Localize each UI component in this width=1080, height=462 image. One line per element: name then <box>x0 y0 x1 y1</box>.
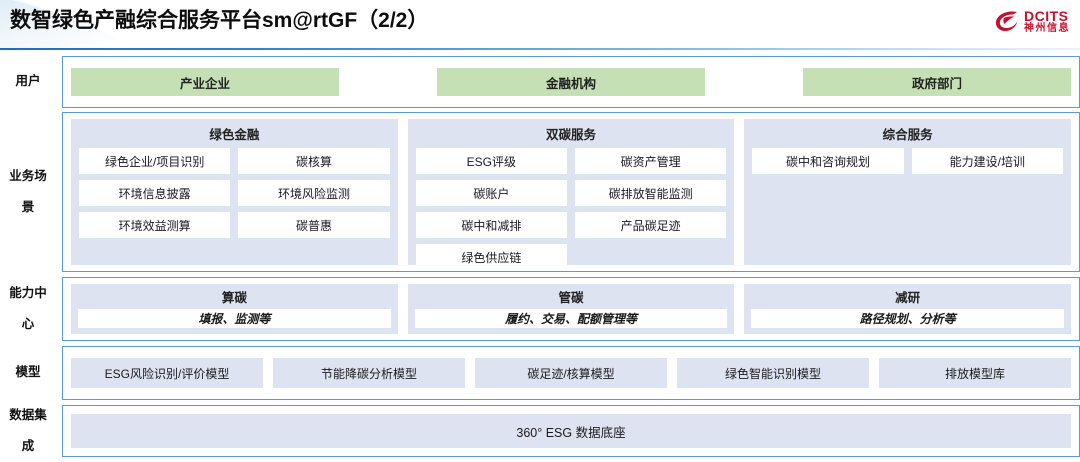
row-models: 模型 ESG风险识别/评价模型 节能降碳分析模型 碳足迹/核算模型 绿色智能识别… <box>0 346 1080 400</box>
row-label-data-integration: 数据集 成 <box>0 405 56 457</box>
scenario-item[interactable]: 碳普惠 <box>238 212 390 238</box>
model-chip[interactable]: 绿色智能识别模型 <box>677 358 869 388</box>
scenario-item[interactable]: 产品碳足迹 <box>575 212 727 238</box>
row-label-users-text: 用户 <box>15 74 41 89</box>
row-label-capability-line2: 心 <box>21 316 35 331</box>
capability-title: 管碳 <box>558 291 584 305</box>
capability-subtitle[interactable]: 填报、监测等 <box>78 309 391 328</box>
row-data-body: 360° ESG 数据底座 <box>62 405 1080 457</box>
dcits-swirl-icon <box>994 9 1020 33</box>
panel-dual-carbon-title: 双碳服务 <box>546 128 597 142</box>
row-capability-center: 能力中 心 算碳 填报、监测等 管碳 履约、交易、配额管理等 减研 路径规划、分… <box>0 277 1080 341</box>
panel-green-finance-title: 绿色金融 <box>209 128 260 142</box>
row-users-body: 产业企业 金融机构 政府部门 <box>62 56 1080 108</box>
row-label-business-scenarios: 业务场 景 <box>0 112 56 272</box>
row-label-users: 用户 <box>0 56 56 108</box>
scenario-item[interactable]: 碳排放智能监测 <box>575 180 727 206</box>
row-users: 用户 产业企业 金融机构 政府部门 <box>0 56 1080 108</box>
model-chip[interactable]: ESG风险识别/评价模型 <box>71 358 263 388</box>
scenario-item[interactable]: 绿色企业/项目识别 <box>79 148 231 174</box>
row-capability-body: 算碳 填报、监测等 管碳 履约、交易、配额管理等 减研 路径规划、分析等 <box>62 277 1080 341</box>
scenario-item[interactable]: 碳核算 <box>238 148 390 174</box>
model-chip[interactable]: 排放模型库 <box>879 358 1071 388</box>
row-data-integration: 数据集 成 360° ESG 数据底座 <box>0 405 1080 457</box>
row-models-body: ESG风险识别/评价模型 节能降碳分析模型 碳足迹/核算模型 绿色智能识别模型 … <box>62 346 1080 400</box>
panel-green-finance-items: 绿色企业/项目识别 碳核算 环境信息披露 环境风险监测 环境效益测算 碳普惠 <box>79 148 390 238</box>
page-title: 数智绿色产融综合服务平台sm@rtGF（2/2） <box>10 9 429 32</box>
scenario-item[interactable]: 碳中和咨询规划 <box>752 148 904 174</box>
capability-title: 减研 <box>895 291 921 305</box>
row-scenarios-body: 绿色金融 绿色企业/项目识别 碳核算 环境信息披露 环境风险监测 环境效益测算 … <box>62 112 1080 272</box>
brand-name-en: DCITS <box>1024 7 1069 24</box>
scenario-item[interactable]: 碳账户 <box>415 180 567 206</box>
row-label-capability-center: 能力中 心 <box>0 277 56 341</box>
user-chip-financial[interactable]: 金融机构 <box>437 68 705 96</box>
brand-logo: DCITS 神州信息 <box>994 6 1070 36</box>
panel-dual-carbon-services: 双碳服务 ESG评级 碳资产管理 碳账户 碳排放智能监测 碳中和减排 产品碳足迹… <box>407 119 735 270</box>
data-foundation-band[interactable]: 360° ESG 数据底座 <box>71 414 1071 448</box>
page-header: 数智绿色产融综合服务平台sm@rtGF（2/2） DCITS 神州信息 <box>0 0 1080 52</box>
scenario-item[interactable]: 绿色供应链 <box>415 244 567 270</box>
row-label-models-text: 模型 <box>15 365 41 380</box>
scenario-item[interactable]: ESG评级 <box>415 148 567 174</box>
scenario-item[interactable]: 碳资产管理 <box>575 148 727 174</box>
capability-subtitle[interactable]: 路径规划、分析等 <box>751 309 1065 328</box>
brand-wordmark: DCITS 神州信息 <box>1024 9 1070 34</box>
capability-panel-carbon-management: 管碳 履约、交易、配额管理等 <box>407 284 735 334</box>
model-chip[interactable]: 碳足迹/核算模型 <box>475 358 667 388</box>
capability-panel-reduction-research: 减研 路径规划、分析等 <box>744 284 1072 334</box>
row-label-scenarios-line1: 业务场 <box>9 168 47 183</box>
model-chip[interactable]: 节能降碳分析模型 <box>273 358 465 388</box>
scenario-item[interactable]: 环境效益测算 <box>79 212 231 238</box>
panel-comprehensive-items: 碳中和咨询规划 能力建设/培训 <box>752 148 1063 174</box>
capability-title: 算碳 <box>221 291 247 305</box>
panel-comprehensive-title: 综合服务 <box>882 128 933 142</box>
row-label-data-line2: 成 <box>21 438 35 453</box>
header-divider <box>0 48 1080 50</box>
row-label-scenarios-line2: 景 <box>21 199 35 214</box>
row-business-scenarios: 业务场 景 绿色金融 绿色企业/项目识别 碳核算 环境信息披露 环境风险监测 环… <box>0 112 1080 272</box>
capability-subtitle[interactable]: 履约、交易、配额管理等 <box>414 309 728 328</box>
user-chip-government[interactable]: 政府部门 <box>803 68 1071 96</box>
row-label-models: 模型 <box>0 346 56 400</box>
panel-green-finance: 绿色金融 绿色企业/项目识别 碳核算 环境信息披露 环境风险监测 环境效益测算 … <box>71 119 398 265</box>
scenario-item[interactable]: 环境信息披露 <box>79 180 231 206</box>
scenario-item[interactable]: 环境风险监测 <box>238 180 390 206</box>
panel-dual-carbon-items: ESG评级 碳资产管理 碳账户 碳排放智能监测 碳中和减排 产品碳足迹 绿色供应… <box>415 148 727 270</box>
user-chip-industry[interactable]: 产业企业 <box>71 68 339 96</box>
row-label-capability-line1: 能力中 <box>9 285 47 300</box>
scenario-item[interactable]: 能力建设/培训 <box>911 148 1063 174</box>
brand-name-cn: 神州信息 <box>1024 22 1070 34</box>
panel-comprehensive-services: 综合服务 碳中和咨询规划 能力建设/培训 <box>744 119 1072 265</box>
row-label-data-line1: 数据集 <box>9 407 47 422</box>
scenario-item[interactable]: 碳中和减排 <box>415 212 567 238</box>
capability-panel-carbon-accounting: 算碳 填报、监测等 <box>71 284 398 334</box>
